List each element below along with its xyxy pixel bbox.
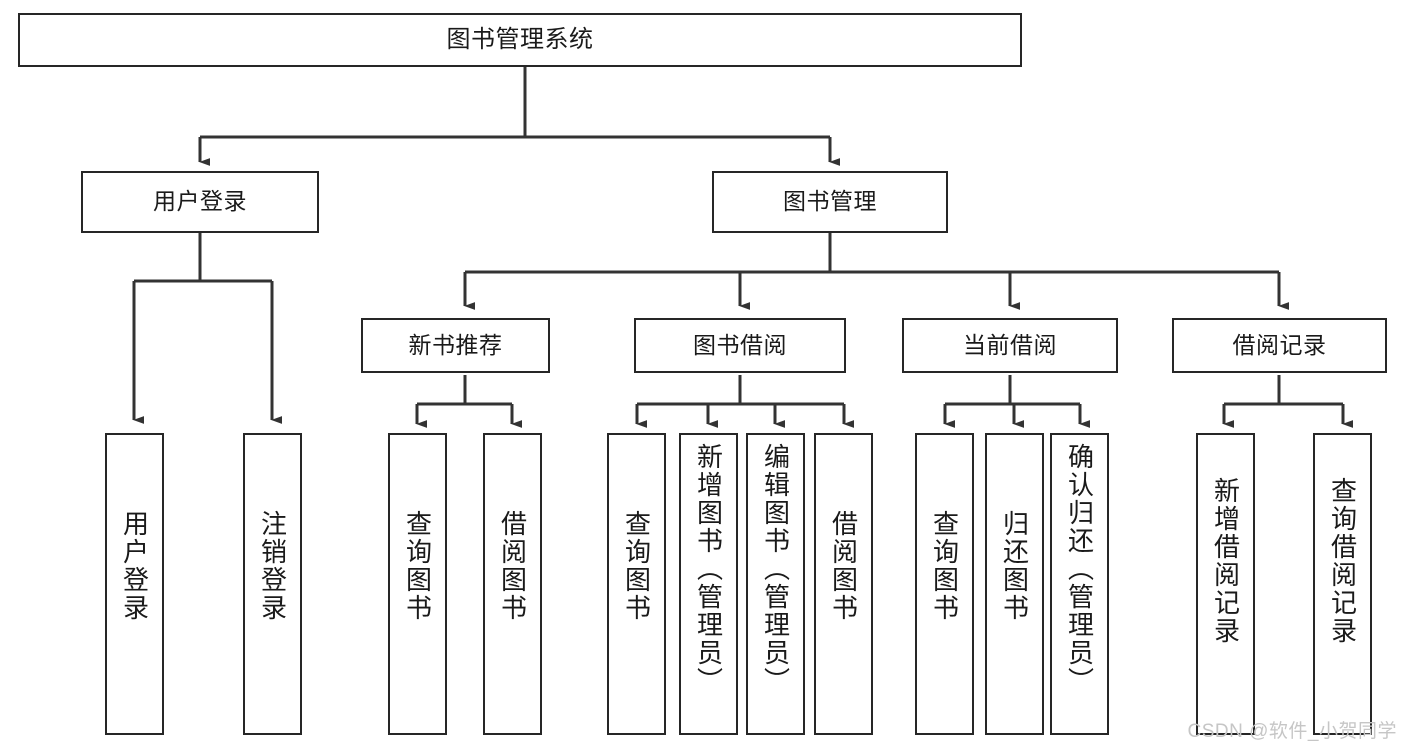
node-leaf-logout[interactable]: 注销登录 [243,433,302,735]
node-leaf-edit-book-label: 编辑图书（管理员） [760,443,791,695]
node-leaf-borrow-book-2-label: 借阅图书 [828,510,859,622]
node-root-label: 图书管理系统 [446,25,594,53]
node-leaf-add-book-label: 新增图书（管理员） [693,443,724,695]
node-leaf-user-login[interactable]: 用户登录 [105,433,164,735]
node-current-borrow-label: 当前借阅 [963,331,1057,358]
node-leaf-confirm-return[interactable]: 确认归还（管理员） [1050,433,1109,735]
node-leaf-query-book-3[interactable]: 查询图书 [915,433,974,735]
node-book-manage-label: 图书管理 [783,188,877,215]
node-leaf-edit-book[interactable]: 编辑图书（管理员） [746,433,805,735]
node-leaf-user-login-label: 用户登录 [119,510,150,622]
node-leaf-query-book-2-label: 查询图书 [621,510,652,622]
node-leaf-query-book-1-label: 查询图书 [402,510,433,622]
node-leaf-confirm-return-label: 确认归还（管理员） [1064,443,1095,695]
node-leaf-borrow-book-2[interactable]: 借阅图书 [814,433,873,735]
node-leaf-borrow-book-1-label: 借阅图书 [497,510,528,622]
node-leaf-return-book-label: 归还图书 [999,510,1030,622]
node-book-borrow-label: 图书借阅 [693,331,787,358]
node-user-login[interactable]: 用户登录 [81,171,319,233]
node-leaf-logout-label: 注销登录 [257,510,288,622]
node-leaf-query-record[interactable]: 查询借阅记录 [1313,433,1372,735]
node-leaf-query-book-3-label: 查询图书 [929,510,960,622]
node-book-borrow[interactable]: 图书借阅 [634,318,846,373]
csdn-watermark: CSDN @软件_小贺同学 [1187,721,1397,742]
node-leaf-query-book-2[interactable]: 查询图书 [607,433,666,735]
node-borrow-record[interactable]: 借阅记录 [1172,318,1387,373]
node-leaf-return-book[interactable]: 归还图书 [985,433,1044,735]
node-leaf-query-book-1[interactable]: 查询图书 [388,433,447,735]
node-current-borrow[interactable]: 当前借阅 [902,318,1118,373]
node-borrow-record-label: 借阅记录 [1232,331,1327,358]
node-leaf-query-record-label: 查询借阅记录 [1327,477,1358,645]
node-user-login-label: 用户登录 [153,188,247,215]
node-new-book-recommend-label: 新书推荐 [408,331,503,358]
node-book-manage[interactable]: 图书管理 [712,171,948,233]
node-leaf-add-book[interactable]: 新增图书（管理员） [679,433,738,735]
node-leaf-add-record-label: 新增借阅记录 [1210,477,1241,645]
node-new-book-recommend[interactable]: 新书推荐 [361,318,550,373]
node-leaf-borrow-book-1[interactable]: 借阅图书 [483,433,542,735]
node-leaf-add-record[interactable]: 新增借阅记录 [1196,433,1255,735]
node-root[interactable]: 图书管理系统 [18,13,1022,67]
